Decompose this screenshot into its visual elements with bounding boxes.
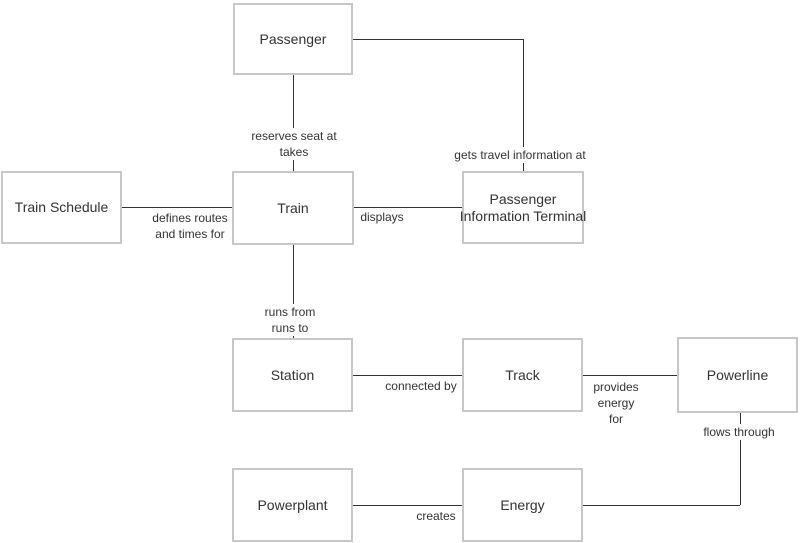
- node-train-schedule[interactable]: Train Schedule: [1, 171, 122, 244]
- node-label: Train Schedule: [14, 199, 109, 215]
- edge-track-powerline-segment[interactable]: [583, 375, 677, 376]
- node-label: Information Terminal: [459, 207, 587, 224]
- node-powerline[interactable]: Powerline: [677, 337, 798, 413]
- edge-label-line: displays: [360, 210, 404, 224]
- node-train[interactable]: Train: [232, 171, 354, 245]
- label-displays[interactable]: displays: [358, 209, 406, 225]
- edge-passenger-terminal-segment[interactable]: [353, 39, 523, 40]
- label-runs-from-runs-to[interactable]: runs from runs to: [262, 304, 318, 336]
- edge-label-line: creates: [416, 509, 456, 523]
- edge-powerplant-energy-segment[interactable]: [353, 505, 462, 506]
- label-reserves-seat-at-takes[interactable]: reserves seat at takes: [249, 128, 339, 160]
- edge-label-line: reserves seat at: [251, 129, 337, 143]
- edge-passenger-train-segment[interactable]: [293, 75, 294, 171]
- edge-station-track-segment[interactable]: [353, 375, 462, 376]
- edge-schedule-train-segment[interactable]: [122, 207, 232, 208]
- label-connected-by[interactable]: connected by: [383, 378, 459, 394]
- label-defines-routes-and-times-for[interactable]: defines routes and times for: [150, 210, 230, 242]
- node-label: Track: [505, 366, 540, 383]
- node-energy[interactable]: Energy: [462, 468, 583, 542]
- edge-label-line: gets travel information at: [454, 148, 586, 162]
- edge-powerline-energy-segment[interactable]: [583, 505, 740, 506]
- edge-label-line: runs to: [271, 321, 309, 335]
- edge-label-line: provides: [593, 380, 639, 394]
- edge-label-line: energy: [597, 396, 635, 410]
- edge-label-line: flows through: [703, 425, 775, 439]
- node-label: Passenger: [259, 30, 327, 47]
- label-gets-travel-information-at[interactable]: gets travel information at: [452, 147, 588, 163]
- node-label: Energy: [500, 496, 545, 513]
- edge-train-station-segment[interactable]: [293, 245, 294, 338]
- edge-label-line: defines routes: [152, 211, 228, 225]
- edge-passenger-terminal-segment[interactable]: [523, 39, 524, 171]
- node-powerplant[interactable]: Powerplant: [232, 468, 353, 542]
- node-passenger[interactable]: Passenger: [233, 3, 353, 75]
- node-label: Train: [277, 199, 309, 216]
- edge-label-line: runs from: [264, 305, 316, 319]
- label-creates[interactable]: creates: [414, 508, 458, 524]
- edge-label-line: takes: [279, 145, 309, 159]
- node-label: Powerline: [706, 366, 769, 383]
- edge-label-line: for: [608, 412, 624, 426]
- node-label: Passenger: [489, 190, 557, 207]
- label-flows-through[interactable]: flows through: [701, 424, 777, 440]
- node-track[interactable]: Track: [462, 338, 583, 412]
- edge-train-terminal-segment[interactable]: [354, 207, 462, 208]
- node-label: Powerplant: [257, 496, 328, 513]
- label-provides-energy-for[interactable]: provides energy for: [591, 379, 641, 427]
- edge-powerline-energy-segment[interactable]: [740, 413, 741, 505]
- node-label: Station: [270, 366, 315, 383]
- edge-label-line: connected by: [385, 379, 457, 393]
- edge-label-line: and times for: [155, 227, 225, 241]
- node-station[interactable]: Station: [232, 338, 353, 412]
